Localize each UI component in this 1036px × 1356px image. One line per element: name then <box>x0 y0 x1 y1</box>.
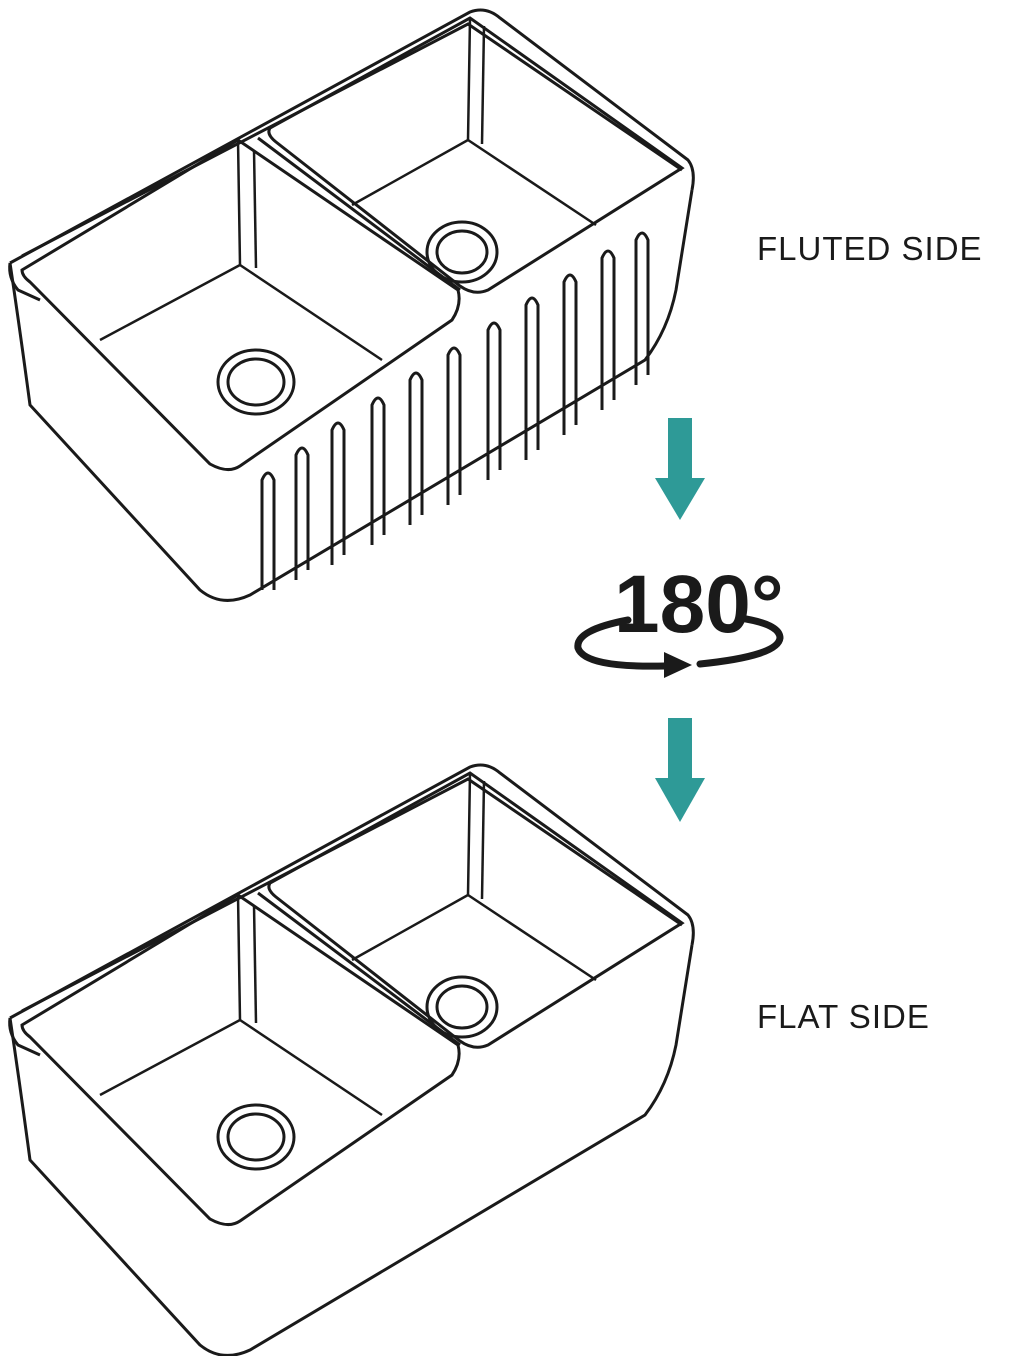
fluted-apron-grooves <box>260 231 650 590</box>
fluted-sink-illustration <box>8 8 695 602</box>
rotation-degree-text: 180° <box>614 559 784 650</box>
arrow-down-icon <box>655 718 705 822</box>
flat-side-label: FLAT SIDE <box>757 998 930 1035</box>
flat-sink-illustration <box>8 763 695 1356</box>
rotate-180-icon: 180° <box>574 559 784 678</box>
fluted-side-label: FLUTED SIDE <box>757 230 983 267</box>
arrow-down-icon <box>655 418 705 520</box>
